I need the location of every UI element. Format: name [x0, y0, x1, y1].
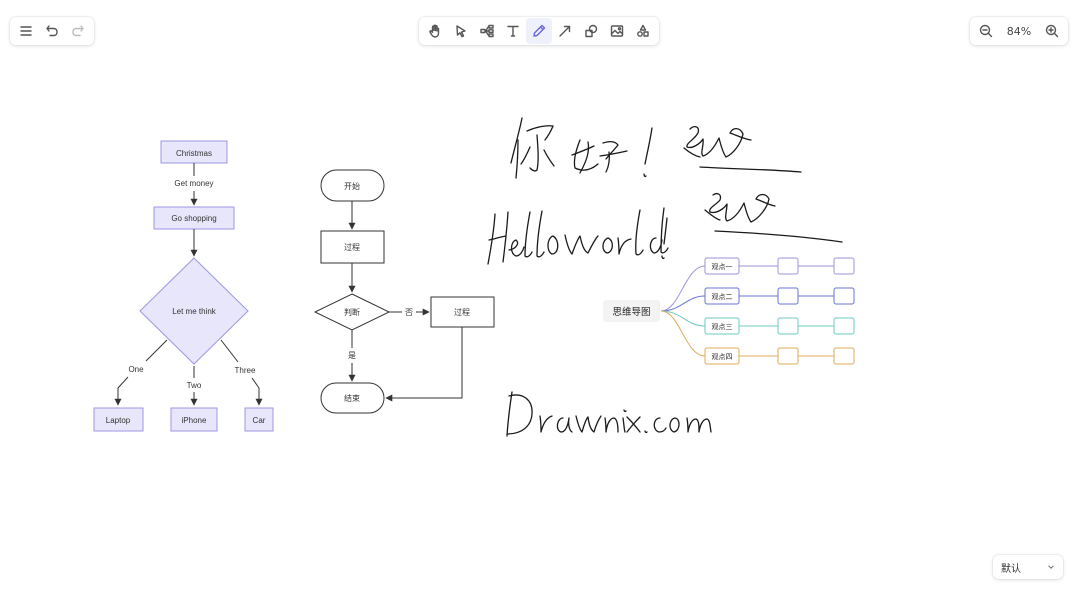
tree-node-car-label: Car — [253, 416, 266, 425]
mindmap-branch-1-label: 观点一 — [712, 263, 733, 271]
flow-end-terminal[interactable] — [320, 382, 385, 414]
tree-decision-diamond[interactable] — [139, 257, 249, 365]
flow-process-right-label: 过程 — [454, 307, 470, 317]
flowchart: 开始 过程 判断 否 过程 是 结束 — [313, 169, 495, 414]
zoom-in-icon[interactable] — [1039, 18, 1065, 44]
hamburger-menu-icon[interactable] — [13, 18, 39, 44]
chevron-down-icon — [1047, 563, 1055, 571]
mindmap-branch-2-label: 观点二 — [712, 293, 733, 301]
shape-icon[interactable] — [578, 18, 604, 44]
tree-node-iphone[interactable] — [170, 407, 218, 432]
tree-node-laptop[interactable] — [93, 407, 144, 432]
triangle-shapes-icon[interactable] — [630, 18, 656, 44]
tree-diagram: Christmas Get money Go shopping Let me t… — [93, 140, 274, 432]
mind-map-icon[interactable] — [474, 18, 500, 44]
mindmap-root-node[interactable] — [603, 300, 660, 322]
mindmap-node-1b[interactable] — [833, 257, 855, 275]
arrow-icon[interactable] — [552, 18, 578, 44]
tree-node-laptop-label: Laptop — [106, 416, 131, 425]
mindmap-node-2b[interactable] — [833, 287, 855, 305]
pointer-icon[interactable] — [448, 18, 474, 44]
app-toolbar — [10, 17, 94, 45]
mindmap-root-label: 思维导图 — [612, 306, 650, 318]
edge-label-one: One — [128, 365, 144, 374]
mindmap-node-2a[interactable] — [777, 287, 799, 305]
undo-icon[interactable] — [39, 18, 65, 44]
redo-icon[interactable] — [65, 18, 91, 44]
flow-start-label: 开始 — [344, 181, 360, 191]
flow-edge-yes-label: 是 — [348, 351, 356, 360]
tree-node-iphone-label: iPhone — [182, 416, 207, 425]
edge-label-three: Three — [235, 366, 256, 375]
flow-process-label: 过程 — [344, 242, 360, 252]
zoom-out-icon[interactable] — [973, 18, 999, 44]
theme-select-label: 默认 — [1001, 563, 1021, 575]
pen-icon[interactable] — [526, 18, 552, 44]
tree-decision-label: Let me think — [172, 307, 217, 316]
flow-end-label: 结束 — [344, 393, 360, 403]
mind-map: 思维导图 观点一 观点二 观点三 观点四 — [603, 257, 855, 365]
mindmap-node-4a[interactable] — [777, 347, 799, 365]
text-icon[interactable] — [500, 18, 526, 44]
mindmap-node-1a[interactable] — [777, 257, 799, 275]
edge-label-two: Two — [187, 381, 202, 390]
image-icon[interactable] — [604, 18, 630, 44]
mindmap-node-3b[interactable] — [833, 317, 855, 335]
tree-node-go-shopping-label: Go shopping — [171, 214, 216, 223]
mindmap-node-3a[interactable] — [777, 317, 799, 335]
handwriting-strokes[interactable] — [487, 117, 843, 437]
flow-decision-label: 判断 — [344, 307, 360, 317]
zoom-controls: 84% — [970, 17, 1068, 45]
zoom-level[interactable]: 84% — [1006, 24, 1032, 38]
hand-icon[interactable] — [422, 18, 448, 44]
mindmap-branch-4-label: 观点四 — [712, 353, 733, 361]
tree-node-car[interactable] — [244, 407, 274, 432]
edge-label-get-money: Get money — [174, 179, 213, 188]
drawing-toolbar — [419, 17, 659, 45]
flow-edge-no-label: 否 — [405, 308, 413, 317]
mindmap-branch-3-label: 观点三 — [712, 323, 733, 331]
tree-node-christmas-label: Christmas — [176, 149, 212, 158]
theme-select[interactable]: 默认 — [993, 555, 1063, 579]
flow-process-box[interactable] — [320, 230, 385, 264]
mindmap-node-4b[interactable] — [833, 347, 855, 365]
